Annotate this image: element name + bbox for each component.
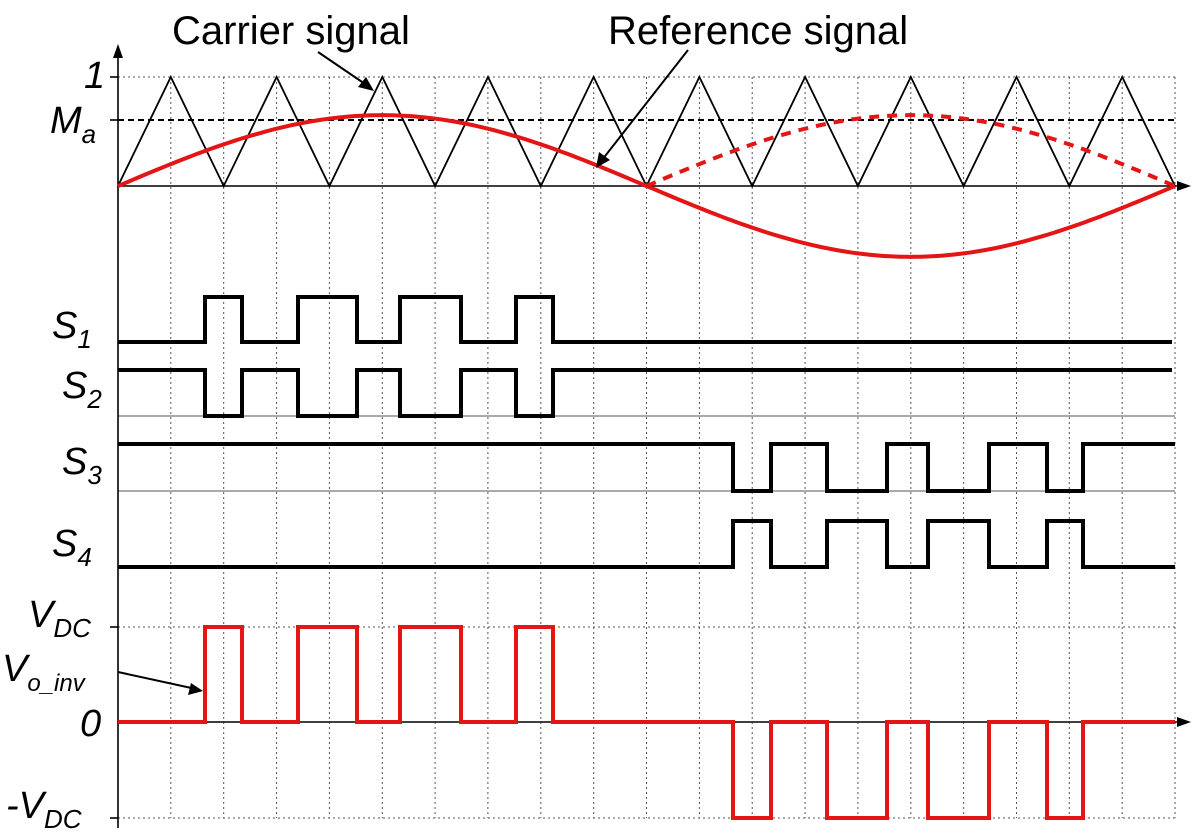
ma-label-main: M (50, 100, 82, 142)
vo-label-main: V (2, 648, 31, 690)
vdc-label-sub: DC (53, 613, 91, 643)
s4-label: S4 (52, 523, 92, 572)
s3-label-main: S (62, 441, 87, 483)
s3-gate-signal (118, 442, 1175, 493)
neg-vdc-label: -VDC (6, 785, 82, 834)
s4-label-main: S (52, 523, 77, 565)
s1-label-main: S (52, 305, 77, 347)
vo-label: Vo_inv (2, 648, 87, 697)
s4-gate-signal (118, 519, 1175, 569)
axes (110, 44, 1191, 828)
ma-label: Ma (50, 100, 96, 149)
s4-label-sub: 4 (77, 542, 91, 572)
s1-label-sub: 1 (77, 324, 91, 354)
s3-label: S3 (62, 441, 102, 490)
inverter-output-voltage (118, 625, 1175, 820)
carrier-pointer-head (358, 77, 374, 91)
vo-label-sub: o_inv (27, 670, 86, 697)
ma-label-sub: a (82, 119, 96, 149)
neg-vdc-label-sub: DC (44, 804, 82, 834)
vdc-label-main: V (28, 594, 57, 636)
zero-label: 0 (80, 703, 101, 745)
carrier-pointer-line (317, 51, 369, 87)
neg-vdc-label-main: -V (6, 785, 48, 827)
reference-time-axis-arrow (1177, 181, 1191, 191)
s3-label-sub: 3 (87, 460, 102, 490)
carrier-signal-label: Carrier signal (172, 9, 410, 53)
reference-signal-label: Reference signal (608, 9, 908, 53)
reference-pointer-line (601, 49, 689, 161)
s2-label-main: S (62, 365, 87, 407)
reference-rectified-dashed-wave (645, 113, 1176, 188)
s2-gate-signal (118, 368, 1172, 418)
s1-gate-signal (118, 295, 1172, 344)
s1-label: S1 (52, 305, 92, 354)
vo-pointer-head (188, 683, 203, 695)
reference-pointer-head (596, 152, 610, 168)
one-label: 1 (84, 55, 105, 97)
s2-label: S2 (62, 365, 102, 414)
vo-pointer-line (117, 671, 197, 690)
vertical-grid (170, 77, 1176, 818)
horizontal-guides (118, 76, 1175, 819)
output-time-axis-arrow (1177, 717, 1191, 727)
y-axis-arrow (113, 44, 123, 58)
vdc-label: VDC (28, 594, 91, 643)
s2-label-sub: 2 (86, 384, 102, 414)
annotation-arrows (117, 49, 689, 695)
